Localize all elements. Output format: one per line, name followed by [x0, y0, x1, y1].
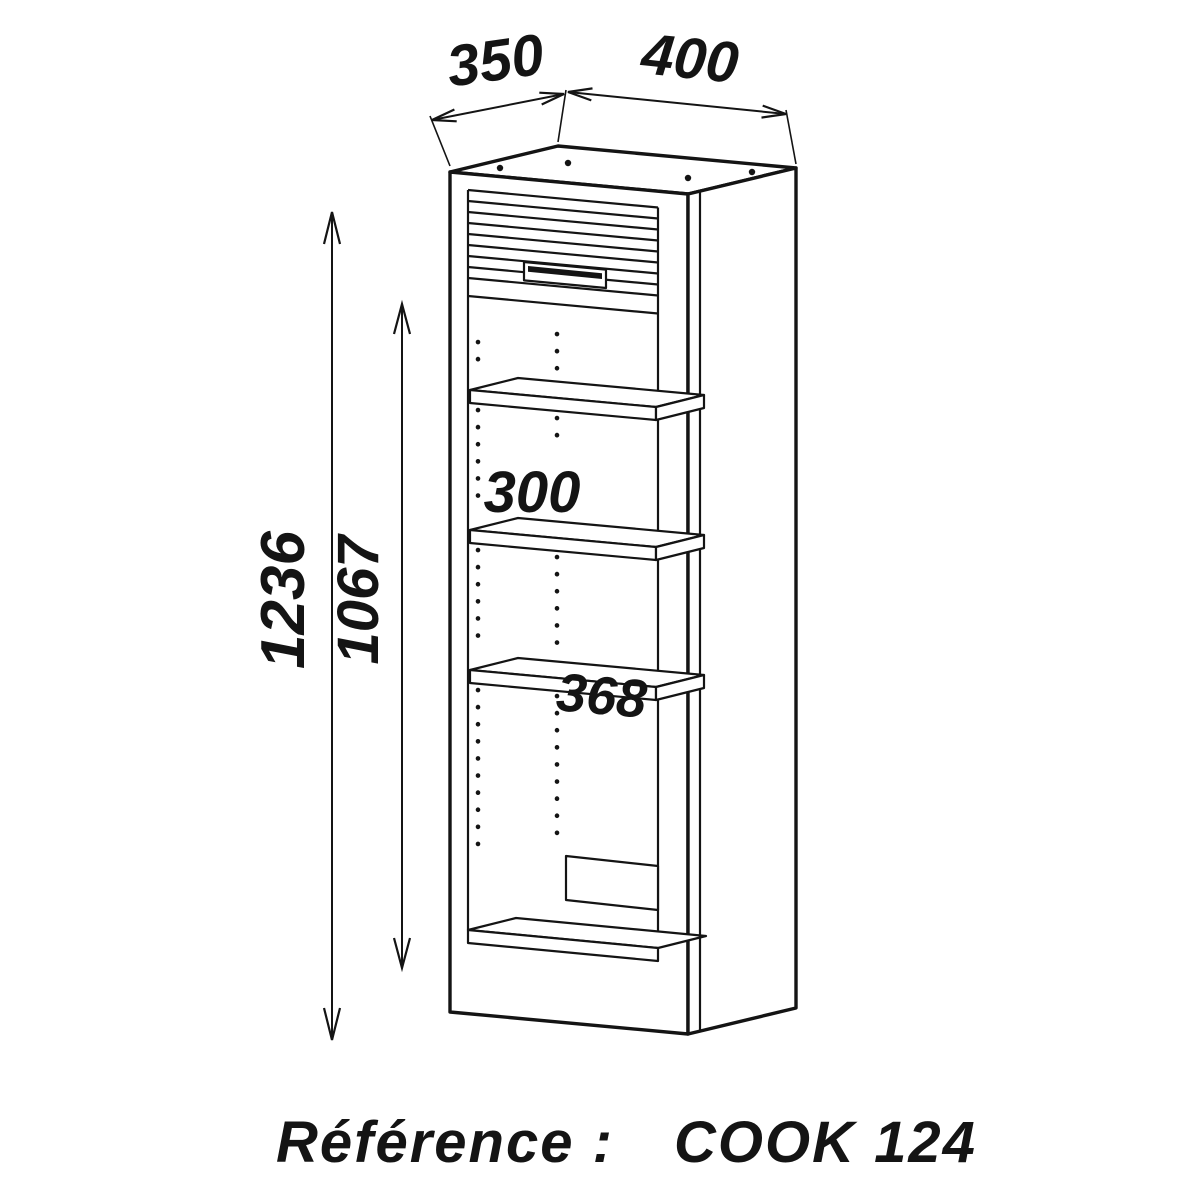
shelf-spacing-dimension-label: 300	[484, 460, 581, 525]
door-handle-grip	[528, 266, 602, 279]
cabinet-right-side-panel	[686, 166, 798, 1036]
shelf-right-edge	[654, 393, 706, 422]
tambour-slat	[467, 276, 659, 297]
caption-value: COOK 124	[674, 1110, 977, 1175]
shelf-1	[468, 376, 706, 422]
cabinet-bottom	[466, 854, 708, 963]
arrowhead-icon	[761, 104, 787, 119]
extension-line	[429, 115, 451, 167]
extension-line	[557, 89, 567, 143]
tambour-door	[467, 188, 659, 315]
arrowhead-icon	[322, 211, 342, 245]
interior-height-dimension-label: 1067	[326, 533, 391, 665]
shelf-right-edge	[654, 673, 706, 702]
arrowhead-icon	[392, 937, 412, 973]
dimension-overall-height: 1236	[249, 211, 342, 1041]
svg-text:Référence : COOK 124: Référence : COOK 124	[276, 1110, 977, 1175]
bottom-back-box	[564, 854, 660, 912]
tambour-slat	[467, 221, 659, 242]
shelf-3	[468, 656, 706, 702]
shelf-pin-holes	[475, 331, 560, 855]
dimension-depth: 350	[429, 22, 567, 167]
arrowhead-icon	[539, 91, 565, 106]
tambour-slat	[467, 243, 659, 264]
depth-dimension-label: 350	[443, 22, 548, 100]
top-face-hole-icon	[684, 174, 692, 182]
interior-width-dimension-label: 368	[554, 662, 649, 730]
tambour-bottom-edge	[467, 294, 659, 315]
arrowhead-icon	[392, 299, 412, 335]
top-face-hole-icon	[564, 159, 572, 167]
cabinet-interior	[466, 190, 660, 948]
shelf-2	[468, 516, 706, 562]
caption-label: Référence :	[276, 1110, 614, 1175]
dimension-interior-height: 1067	[326, 299, 412, 973]
tambour-slat	[467, 199, 659, 220]
arrowhead-icon	[567, 87, 593, 102]
top-face-hole-icon	[748, 168, 756, 176]
dimension-line	[567, 91, 787, 115]
tambour-slat	[467, 232, 659, 253]
overall-height-dimension-label: 1236	[249, 531, 318, 669]
arrowhead-icon	[322, 1007, 342, 1041]
tambour-slat	[467, 210, 659, 231]
shelf-right-edge	[654, 533, 706, 562]
dimension-line	[431, 93, 565, 121]
arrowhead-icon	[431, 108, 457, 123]
cabinet-floor-front-edge	[466, 928, 660, 963]
dimension-width: 400	[567, 21, 797, 165]
caption: Référence : COOK 124	[276, 1110, 977, 1175]
tambour-top-edge	[467, 188, 659, 209]
width-dimension-label: 400	[638, 21, 742, 96]
extension-line	[785, 109, 797, 165]
top-face-hole-icon	[496, 164, 504, 172]
